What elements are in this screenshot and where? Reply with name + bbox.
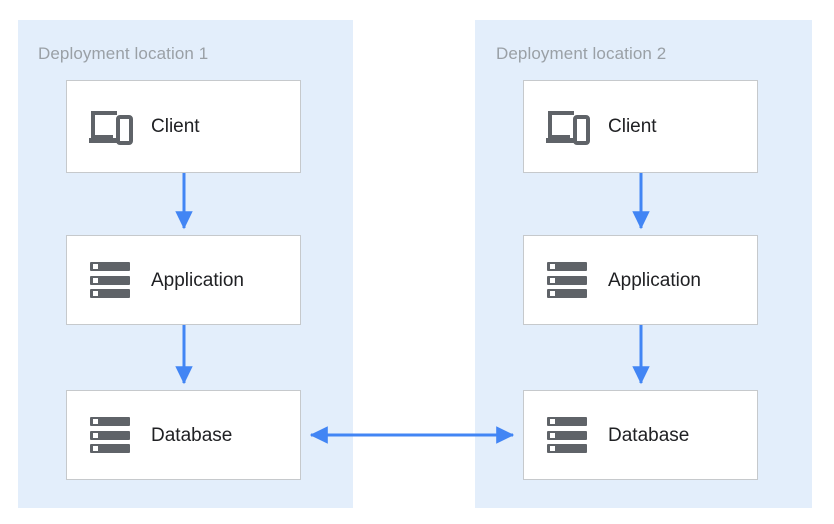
server-bar <box>90 289 130 298</box>
server-bar <box>90 430 130 440</box>
node-label-database-2: Database <box>608 424 690 446</box>
node-label-client-1: Client <box>151 116 200 137</box>
server-stack <box>90 417 130 453</box>
server-icon <box>544 257 590 303</box>
server-bar <box>547 417 587 426</box>
server-icon <box>87 412 133 458</box>
server-stack <box>547 417 587 453</box>
devices-icon <box>544 104 590 150</box>
server-icon <box>544 412 590 458</box>
server-stack <box>90 262 130 298</box>
devices-icon <box>87 104 133 150</box>
server-bar <box>547 275 587 285</box>
node-label-database-1: Database <box>151 424 233 446</box>
node-label-application-1: Application <box>151 269 244 291</box>
deployment-location-2-title: Deployment location 2 <box>496 44 667 63</box>
node-database-2[interactable]: Database <box>523 390 758 480</box>
server-bar <box>90 417 130 426</box>
server-bar <box>90 444 130 453</box>
node-application-2[interactable]: Application <box>523 235 758 325</box>
node-label-client-2: Client <box>608 116 657 137</box>
deployment-location-1-title: Deployment location 1 <box>38 44 209 63</box>
server-bar <box>547 444 587 453</box>
server-icon <box>87 257 133 303</box>
node-label-application-2: Application <box>608 269 701 291</box>
node-application-1[interactable]: Application <box>66 235 301 325</box>
node-client-2[interactable]: Client <box>523 80 758 173</box>
server-bar <box>547 289 587 298</box>
server-bar <box>90 262 130 271</box>
server-stack <box>547 262 587 298</box>
server-bar <box>90 275 130 285</box>
server-bar <box>547 430 587 440</box>
node-database-1[interactable]: Database <box>66 390 301 480</box>
server-bar <box>547 262 587 271</box>
node-client-1[interactable]: Client <box>66 80 301 173</box>
